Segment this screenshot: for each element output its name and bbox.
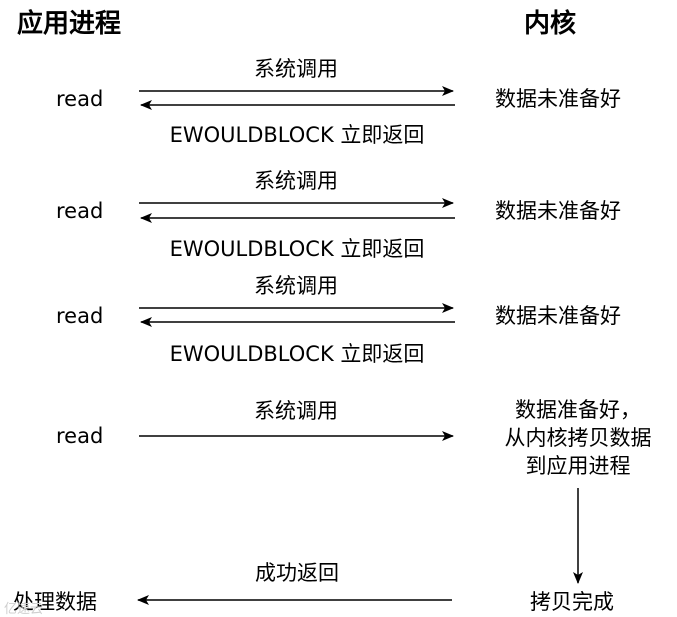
syscall-label: 系统调用 bbox=[254, 169, 338, 193]
data-ready-line: 数据准备好， bbox=[515, 398, 641, 422]
read-label: read bbox=[56, 199, 104, 223]
ewouldblock-label: EWOULDBLOCK 立即返回 bbox=[169, 342, 425, 366]
success-return-label: 成功返回 bbox=[255, 561, 339, 585]
syscall-label: 系统调用 bbox=[254, 399, 338, 423]
watermark: 亿速云 bbox=[4, 602, 44, 617]
kernel-state-label: 数据未准备好 bbox=[495, 304, 621, 328]
ewouldblock-label: EWOULDBLOCK 立即返回 bbox=[169, 123, 425, 147]
process-data-label: 处理数据 bbox=[13, 590, 97, 614]
read-label: read bbox=[56, 424, 104, 448]
read-label: read bbox=[56, 304, 104, 328]
copy-from-kernel-line: 从内核拷贝数据 bbox=[504, 426, 652, 450]
kernel-state-label: 数据未准备好 bbox=[495, 199, 621, 223]
kernel-state-label: 数据未准备好 bbox=[495, 87, 621, 111]
header-app-process: 应用进程 bbox=[17, 9, 122, 39]
syscall-label: 系统调用 bbox=[254, 274, 338, 298]
syscall-label: 系统调用 bbox=[254, 57, 338, 81]
to-app-process-line: 到应用进程 bbox=[525, 454, 631, 478]
read-label: read bbox=[56, 87, 104, 111]
data-ready-copy-text: 数据准备好， 从内核拷贝数据 到应用进程 bbox=[505, 396, 652, 480]
copy-done-label: 拷贝完成 bbox=[530, 590, 614, 614]
header-kernel: 内核 bbox=[523, 9, 577, 39]
ewouldblock-label: EWOULDBLOCK 立即返回 bbox=[169, 237, 425, 261]
